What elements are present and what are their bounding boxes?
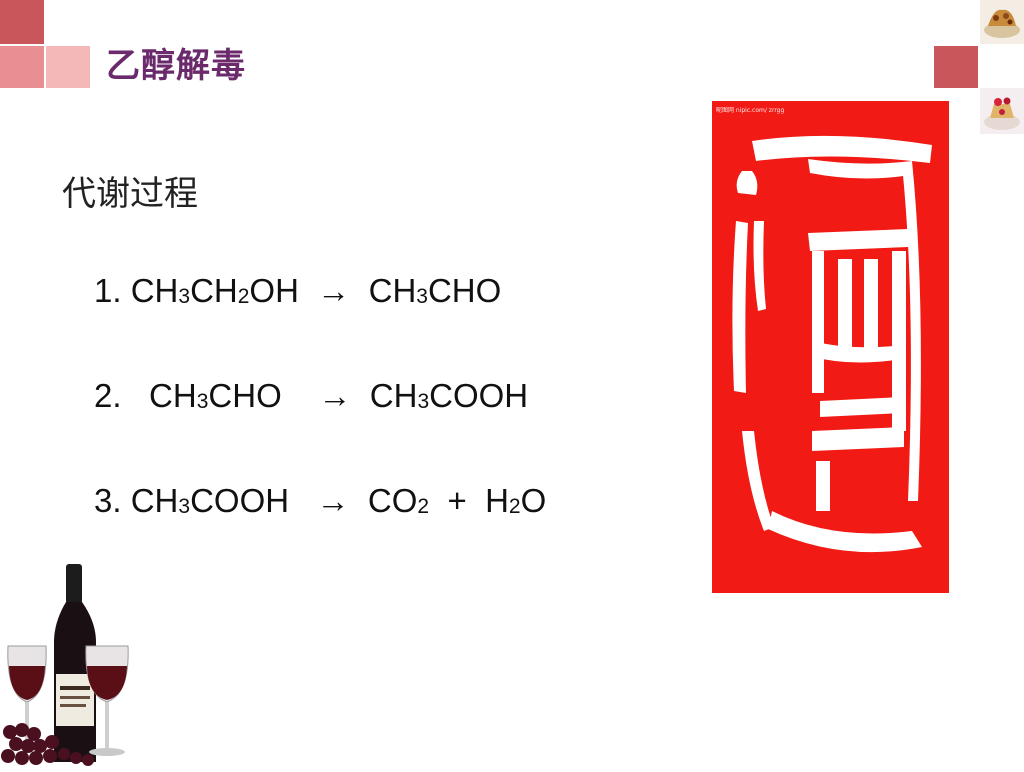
equation-number: 3. <box>94 482 122 519</box>
formula-product: CO2 + H2O <box>367 482 547 519</box>
equation-3: 3. CH3COOH → CO2 + H2O <box>94 482 546 520</box>
slide-title: 乙醇解毒 <box>106 46 246 86</box>
decor-square <box>46 46 90 88</box>
dessert-thumbnail-1 <box>980 0 1024 44</box>
decor-square <box>0 0 44 44</box>
wine-seal-image: 昵图网 nipic.com/ zrrgg <box>712 101 949 593</box>
section-subtitle: 代谢过程 <box>62 174 198 214</box>
equation-2: 2. CH3CHO → CH3COOH <box>94 377 528 415</box>
dessert-thumbnail-2 <box>980 88 1024 134</box>
formula-product: CH3COOH <box>369 377 529 414</box>
reaction-arrow: → <box>317 272 351 309</box>
formula-reactant: CH3COOH <box>130 482 290 519</box>
decor-square <box>0 46 44 88</box>
equation-number: 2. <box>94 377 122 414</box>
image-watermark: 昵图网 nipic.com/ zrrgg <box>716 107 785 114</box>
wine-bottle-and-glasses <box>0 562 140 768</box>
seal-character-glyph <box>732 135 932 553</box>
equation-1: 1. CH3CH2OH → CH3CHO <box>94 272 501 310</box>
reaction-arrow: → <box>318 377 352 414</box>
equation-number: 1. <box>94 272 122 309</box>
formula-reactant: CH3CH2OH <box>130 272 299 309</box>
decor-square <box>934 46 978 88</box>
formula-reactant: CH3CHO <box>149 377 282 414</box>
reaction-arrow: → <box>316 482 350 519</box>
formula-product: CH3CHO <box>368 272 502 309</box>
